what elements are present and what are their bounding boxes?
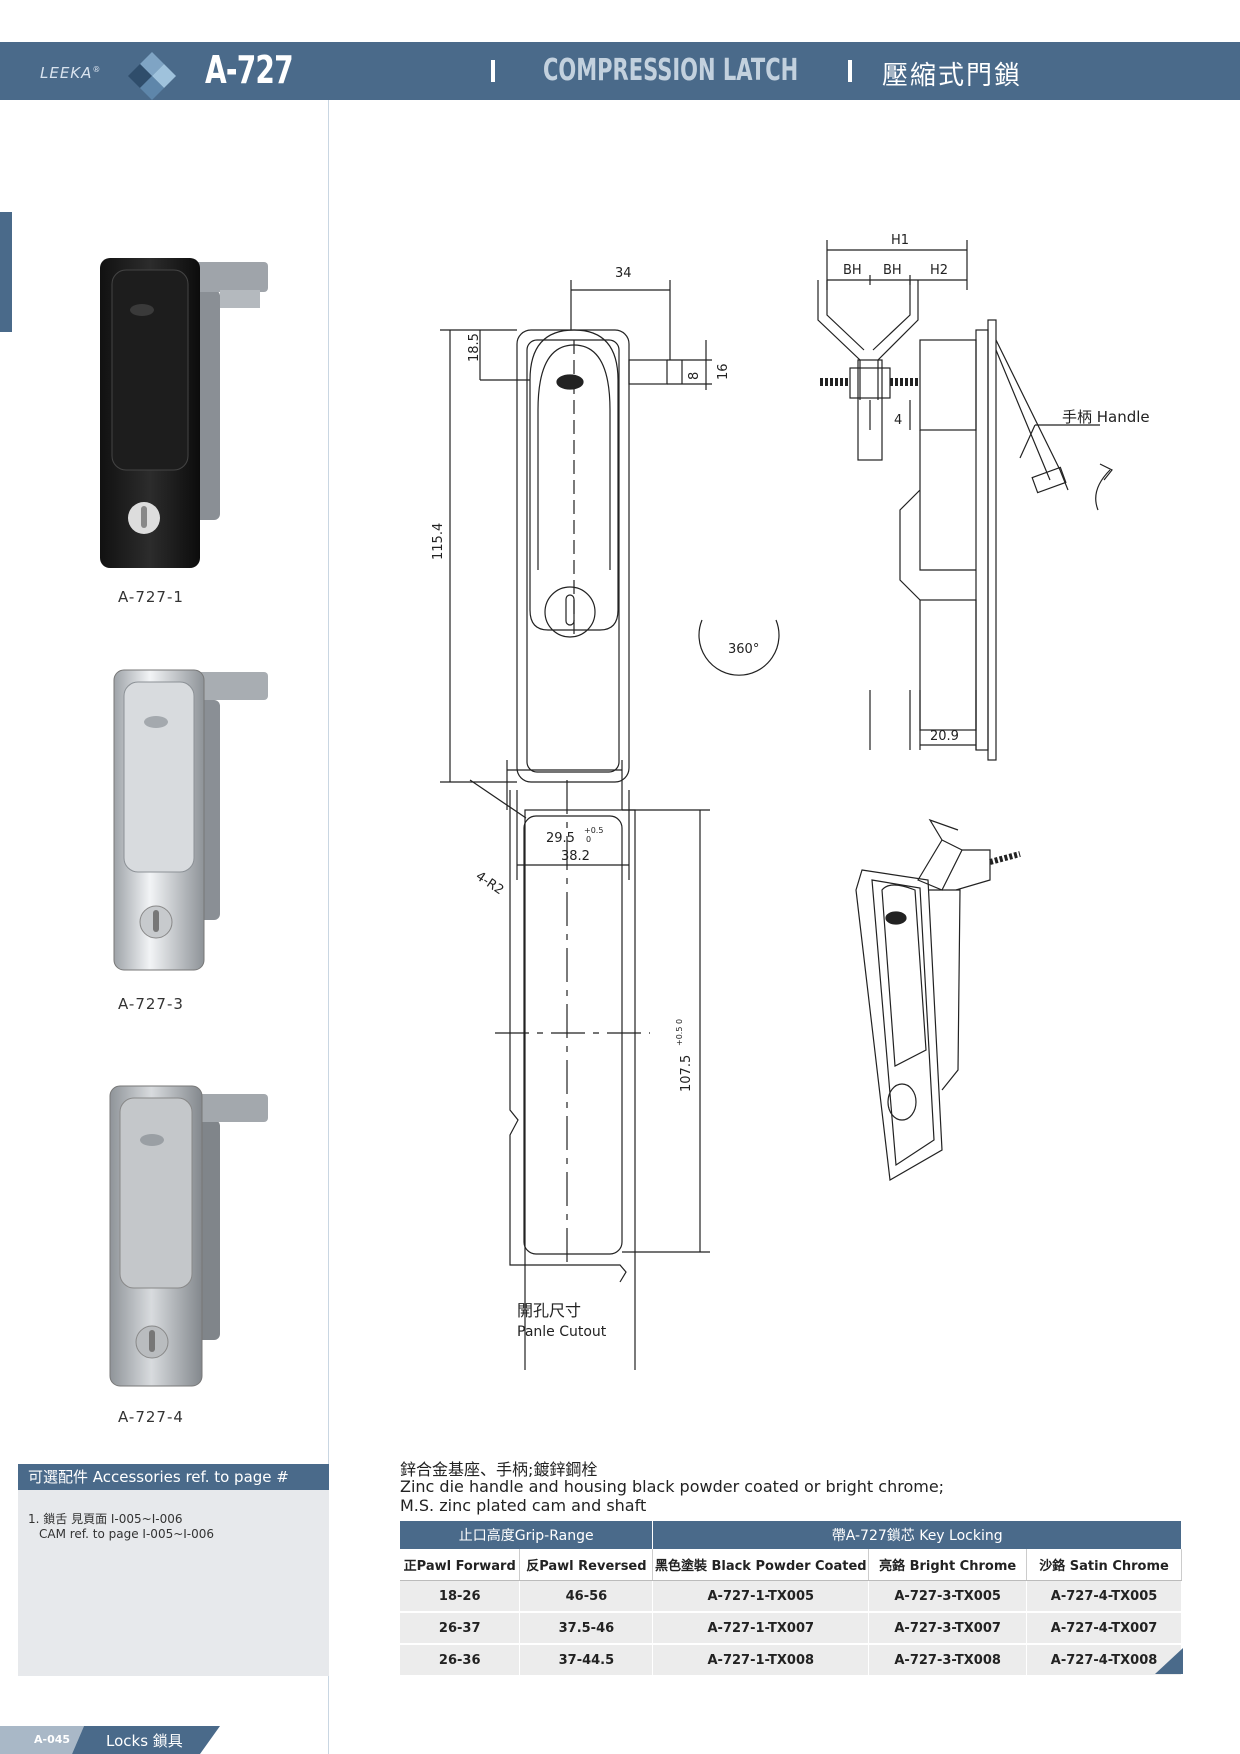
column-header: 沙鉻 Satin Chrome [1026, 1549, 1182, 1581]
accessories-line: 1. 鎖舌 見頁面 I-005~I-006 [28, 1512, 183, 1526]
section-label: Locks 鎖具 [106, 1732, 183, 1750]
column-header: 反Pawl Reversed [519, 1549, 654, 1581]
table-cell: A-727-3-TX008 [868, 1644, 1028, 1677]
handle-label: 手柄 Handle [1062, 408, 1150, 426]
column-divider [328, 100, 329, 1754]
column-header: 黑色塗裝 Black Powder Coated [652, 1549, 870, 1581]
product-caption: A-727-1 [118, 588, 184, 606]
product-caption: A-727-4 [118, 1408, 184, 1426]
dim-label: +0.5 [584, 826, 603, 835]
description-cn: 鋅合金基座、手柄;鍍鋅鋼栓 [400, 1460, 598, 1479]
table-cell: 26-36 [400, 1644, 521, 1677]
brand-diamond-icon [128, 52, 176, 100]
title-english: COMPRESSION LATCH [543, 53, 799, 88]
dim-label: 18.5 [467, 333, 482, 362]
product-image-bright-chrome [113, 669, 268, 971]
title-chinese: 壓縮式門鎖 [882, 61, 1023, 91]
accessories-line: CAM ref. to page I-005~I-006 [39, 1527, 215, 1541]
description-en-1: Zinc die handle and housing black powder… [400, 1477, 945, 1496]
dim-label: 34 [615, 266, 632, 281]
accessories-box [18, 1464, 329, 1676]
accessories-title: 可選配件 Accessories ref. to page # [18, 1464, 329, 1490]
table-cell: 37-44.5 [519, 1644, 654, 1677]
dim-label: 29.5 [546, 831, 575, 846]
table-cell: A-727-1-TX005 [652, 1580, 870, 1613]
dim-label: +0.5 0 [675, 1019, 684, 1046]
brand-logo: LEEKA® [40, 64, 102, 82]
footer-tab [0, 1726, 220, 1754]
table-cell: 37.5-46 [519, 1612, 654, 1645]
dim-label: BH [883, 263, 902, 278]
dim-label: 4-R2 [473, 869, 506, 898]
table-group-header: 止口高度Grip-Range 帶A-727鎖芯 Key Locking [400, 1521, 1182, 1549]
header-bar [0, 42, 1240, 100]
table-row: 26-36 37-44.5 A-727-1-TX008 A-727-3-TX00… [400, 1644, 1182, 1677]
table-cell: A-727-3-TX005 [868, 1580, 1028, 1613]
table-cell: 26-37 [400, 1612, 521, 1645]
technical-drawing: 34 18.5 115.4 8 16 38.2 H1 BH BH H2 4 20… [431, 233, 1150, 1370]
table-cell: A-727-1-TX008 [652, 1644, 870, 1677]
side-tab [0, 212, 12, 332]
page-number: A-045 [34, 1733, 71, 1746]
dim-label: 16 [716, 363, 731, 380]
product-image-satin-chrome [109, 1085, 268, 1387]
title-divider [491, 60, 495, 82]
table-cell: A-727-4-TX007 [1026, 1612, 1182, 1645]
table-cell: A-727-4-TX008 [1026, 1644, 1182, 1677]
dim-label: H1 [891, 233, 909, 248]
grip-range-header: 止口高度Grip-Range [400, 1521, 654, 1549]
table-cell: 18-26 [400, 1580, 521, 1613]
dim-label: 38.2 [561, 849, 590, 864]
model-title: A-727 [205, 48, 294, 92]
dim-label: 360° [728, 642, 759, 657]
table-cell: A-727-4-TX005 [1026, 1580, 1182, 1613]
table-cell: A-727-1-TX007 [652, 1612, 870, 1645]
cutout-label-cn: 開孔尺寸 [517, 1301, 581, 1320]
table-cell: 46-56 [519, 1580, 654, 1613]
spec-table: 止口高度Grip-Range 帶A-727鎖芯 Key Locking 正Paw… [400, 1521, 1182, 1677]
product-caption: A-727-3 [118, 995, 184, 1013]
column-header: 亮鉻 Bright Chrome [868, 1549, 1028, 1581]
dim-label: 115.4 [431, 523, 446, 560]
cutout-label-en: Panle Cutout [517, 1324, 607, 1340]
column-header: 正Pawl Forward [400, 1549, 521, 1581]
dim-label: 4 [894, 413, 902, 428]
table-row: 18-26 46-56 A-727-1-TX005 A-727-3-TX005 … [400, 1580, 1182, 1613]
table-row: 26-37 37.5-46 A-727-1-TX007 A-727-3-TX00… [400, 1612, 1182, 1645]
table-corner-mark [1155, 1648, 1183, 1674]
dim-label: H2 [930, 263, 948, 278]
description-en-2: M.S. zinc plated cam and shaft [400, 1496, 647, 1515]
table-cell: A-727-3-TX007 [868, 1612, 1028, 1645]
dim-label: 0 [586, 835, 591, 844]
table-column-header: 正Pawl Forward 反Pawl Reversed 黑色塗裝 Black … [400, 1549, 1182, 1581]
key-locking-header: 帶A-727鎖芯 Key Locking [652, 1521, 1182, 1549]
title-divider [848, 60, 852, 82]
product-image-black [100, 258, 268, 568]
dim-label: 8 [687, 372, 702, 380]
dim-label: 20.9 [930, 729, 959, 744]
dim-label: BH [843, 263, 862, 278]
dim-label: 107.5 [679, 1055, 694, 1092]
